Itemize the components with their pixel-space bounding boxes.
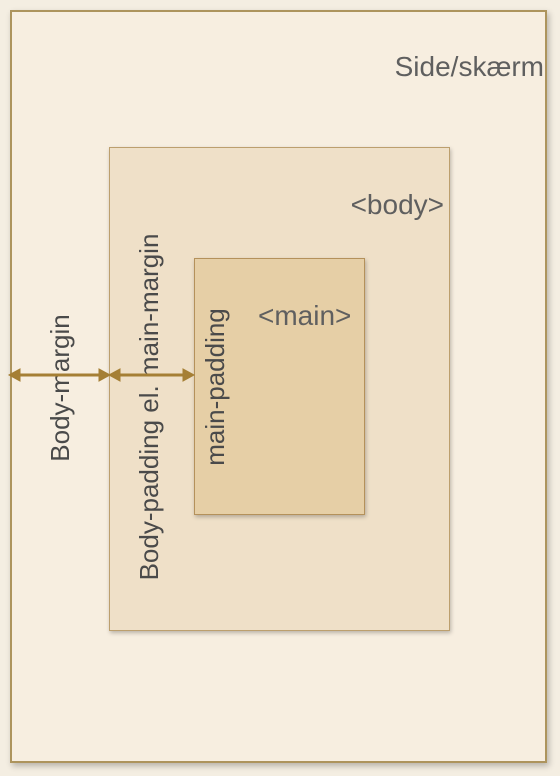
main-label: <main> (258, 300, 352, 331)
body-margin-label: Body-margin (45, 314, 75, 462)
main-padding-label: main-padding (200, 308, 230, 466)
screen-label: Side/skærm (394, 51, 544, 82)
body-label: <body> (350, 189, 444, 220)
body-padding-label: Body-padding el. main-margin (134, 233, 164, 581)
main-box (194, 258, 365, 515)
